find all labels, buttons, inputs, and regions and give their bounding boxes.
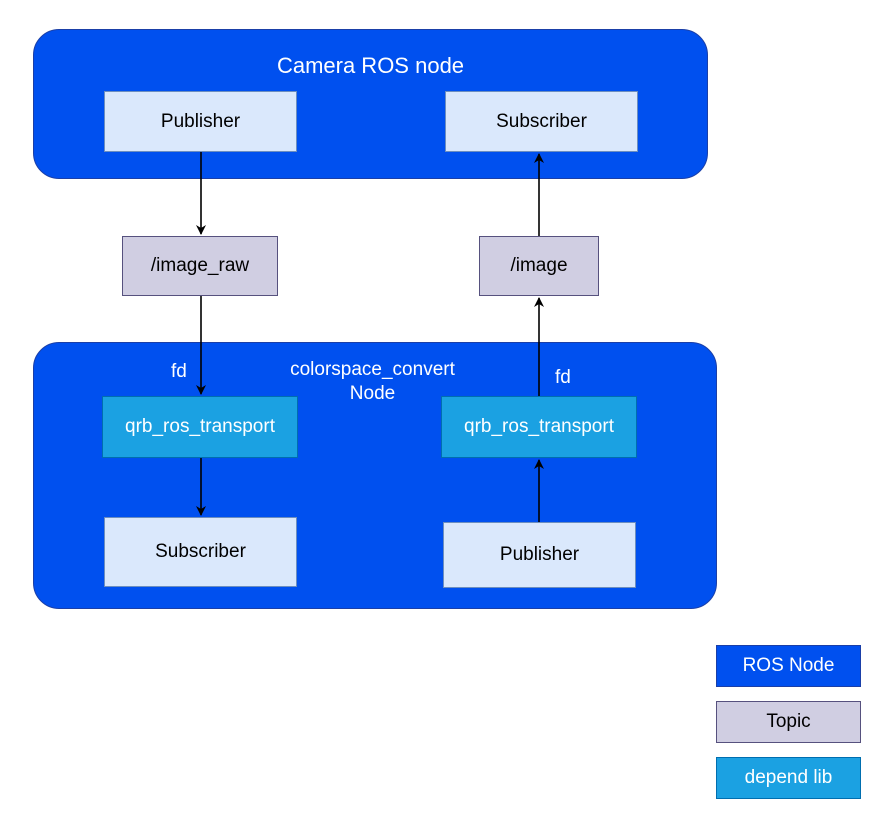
convert-node-title: colorspace_convert Node: [275, 358, 470, 406]
camera-publisher-box: Publisher: [104, 91, 297, 152]
topic-image: /image: [479, 236, 599, 296]
legend-ros-node: ROS Node: [716, 645, 861, 687]
transport-right-box: qrb_ros_transport: [441, 396, 637, 458]
camera-node-title: Camera ROS node: [276, 53, 465, 78]
topic-image-raw: /image_raw: [122, 236, 278, 296]
convert-node-title-line2: Node: [349, 382, 396, 404]
convert-subscriber-box: Subscriber: [104, 517, 297, 587]
convert-node-title-line1: colorspace_convert: [290, 359, 455, 380]
fd-label-right: fd: [555, 367, 571, 388]
convert-publisher-box: Publisher: [443, 522, 636, 588]
camera-subscriber-box: Subscriber: [445, 91, 638, 152]
legend-depend-lib: depend lib: [716, 757, 861, 799]
legend-topic: Topic: [716, 701, 861, 743]
fd-label-left: fd: [171, 361, 187, 382]
transport-left-box: qrb_ros_transport: [102, 396, 298, 458]
